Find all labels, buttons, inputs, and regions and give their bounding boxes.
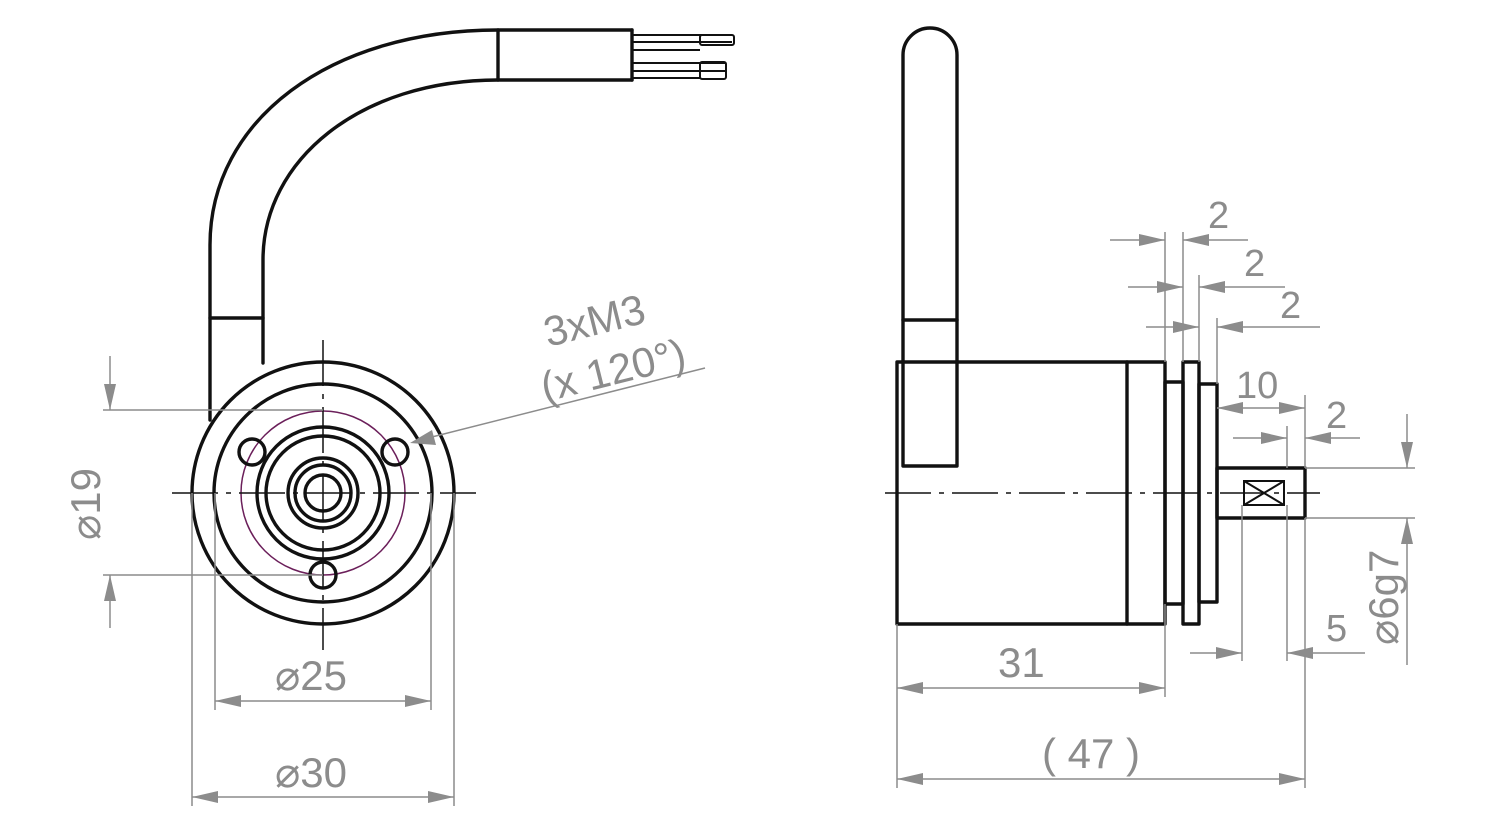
mounting-hole-left: [237, 437, 267, 467]
dia-25-label: ⌀25: [275, 652, 347, 699]
dim-2-second-label: 2: [1244, 243, 1265, 285]
dim-10-label: 10: [1236, 365, 1278, 407]
dim-2-shaft-label: 2: [1326, 395, 1347, 437]
dia-19-label: ⌀19: [62, 468, 109, 540]
dim-2-third-label: 2: [1280, 285, 1301, 327]
side-view: 2 2 2 10: [885, 26, 1415, 788]
thread-leader-line: [419, 367, 706, 441]
dim-5-label: 5: [1326, 608, 1347, 650]
dim-2-second: 2: [1128, 243, 1285, 362]
dim-10: 10: [1217, 365, 1306, 468]
dim-47: ( 47 ): [897, 518, 1306, 788]
side-cable: [901, 26, 959, 468]
dim-31-label: 31: [998, 639, 1045, 686]
front-view: 3xM3 (x 120°) ⌀19 ⌀25 ⌀: [62, 28, 735, 806]
dim-shaft-diameter: ⌀6g7: [1305, 414, 1415, 665]
dim-47-label: ( 47 ): [1042, 730, 1140, 777]
dim-2-third: 2: [1146, 285, 1320, 384]
dim-dia-25: ⌀25: [214, 493, 432, 710]
dim-2-top-label: 2: [1208, 195, 1229, 237]
dia-30-label: ⌀30: [275, 749, 347, 796]
mounting-hole-right: [380, 437, 410, 467]
dim-31: 31: [896, 604, 1166, 788]
dim-2-shaft: 2: [1233, 395, 1360, 468]
dim-dia-19: ⌀19: [62, 356, 323, 628]
dim-2-top: 2: [1110, 195, 1248, 362]
shaft-dia-label: ⌀6g7: [1360, 550, 1407, 645]
cable: [208, 28, 735, 422]
dim-5: 5: [1190, 505, 1365, 661]
thread-leader-arrow: [410, 430, 436, 445]
dim-dia-30: ⌀30: [191, 493, 455, 806]
